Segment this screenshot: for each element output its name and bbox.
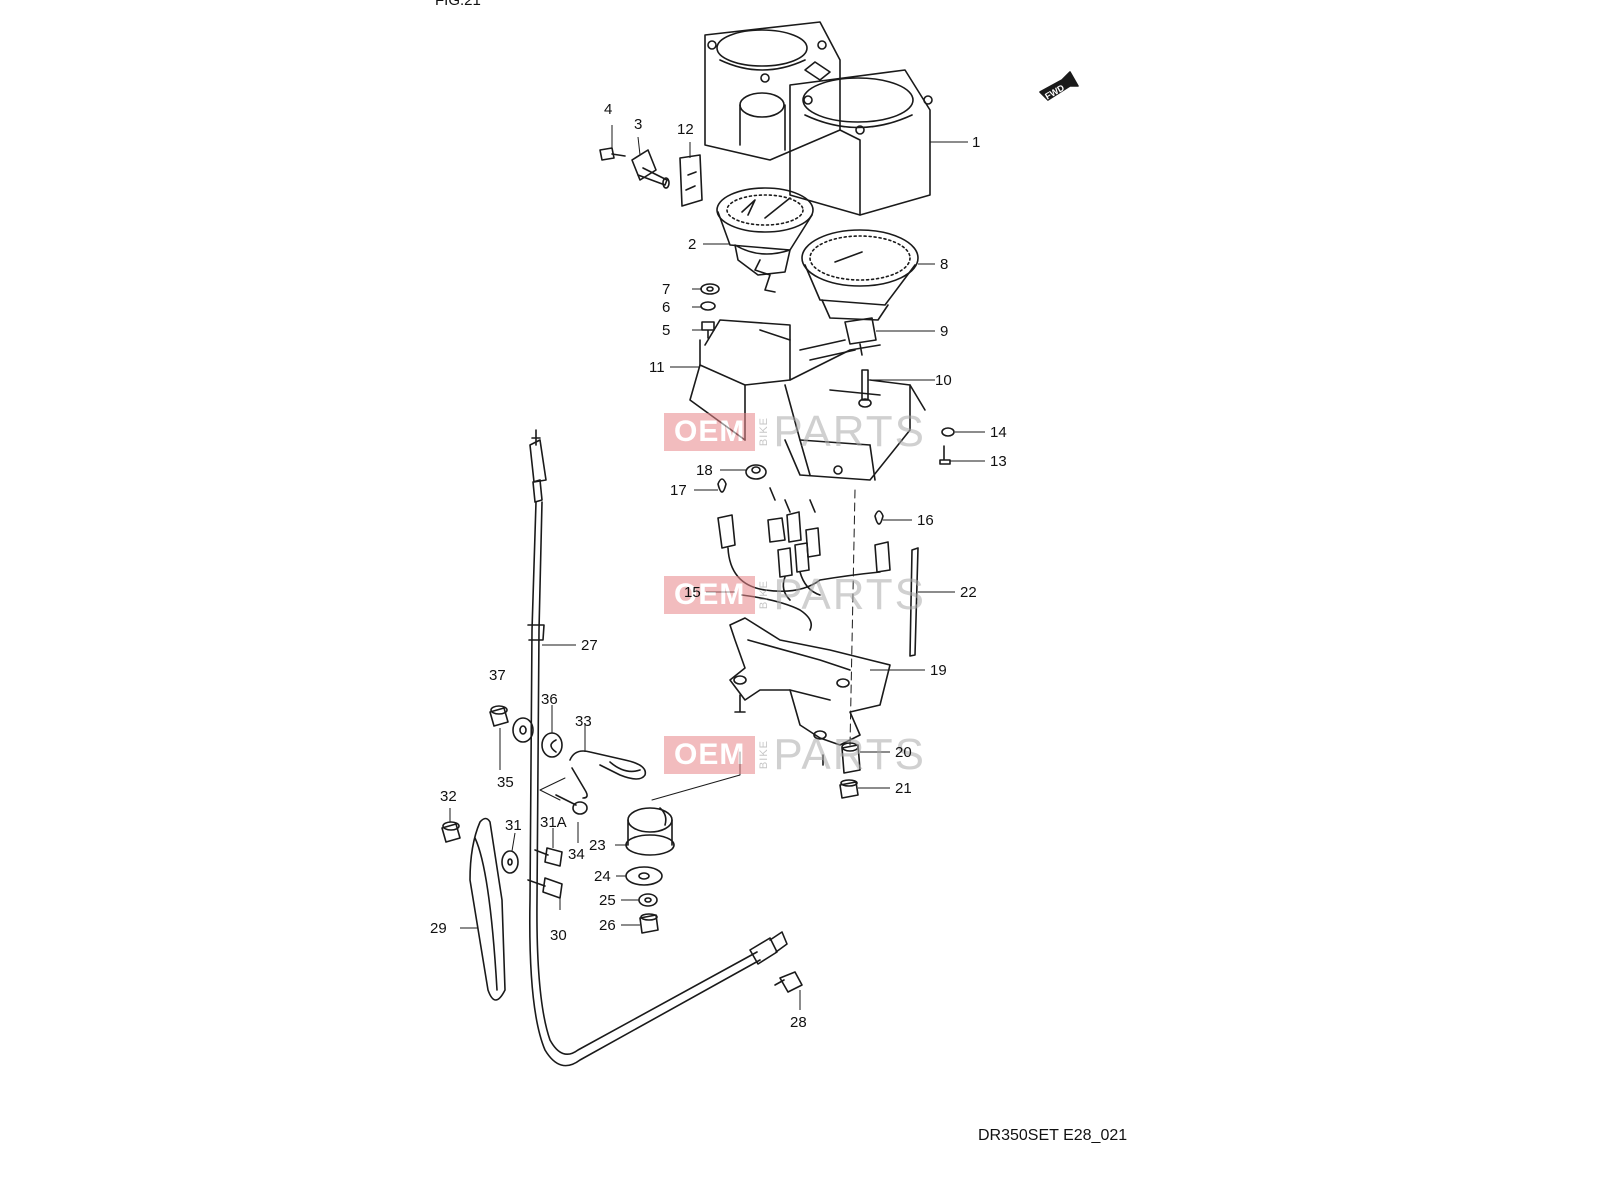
watermark-side-text: BIKE — [758, 417, 771, 447]
watermark-box-text: OEM — [664, 576, 756, 614]
label-leader-lines — [449, 125, 985, 1010]
part-label-6[interactable]: 6 — [662, 299, 671, 316]
screw-10[interactable] — [858, 369, 872, 408]
watermark-side-text: BIKE — [758, 740, 771, 770]
watermark-side-text: BIKE — [758, 580, 771, 610]
part-label-33[interactable]: 33 — [575, 713, 592, 730]
part-label-20[interactable]: 20 — [895, 744, 912, 761]
washer-24[interactable] — [625, 866, 663, 886]
part-label-30[interactable]: 30 — [550, 927, 567, 944]
part-label-3[interactable]: 3 — [634, 116, 643, 133]
screw-28[interactable] — [774, 971, 803, 993]
part-label-28[interactable]: 28 — [790, 1014, 807, 1031]
cable-band-29[interactable] — [469, 817, 506, 1001]
bulb-socket[interactable] — [631, 149, 670, 189]
bolt-34[interactable] — [555, 794, 588, 815]
washer-7[interactable] — [700, 283, 720, 295]
washer-25[interactable] — [638, 893, 658, 907]
part-label-25[interactable]: 25 — [599, 892, 616, 909]
cushion-23[interactable] — [625, 807, 675, 856]
watermark-box-text: OEM — [664, 413, 756, 451]
part-label-11[interactable]: 11 — [649, 359, 665, 376]
part-label-22[interactable]: 22 — [960, 584, 977, 601]
part-label-18[interactable]: 18 — [696, 462, 713, 479]
watermark-oem-parts-3: OEM BIKE PARTS — [664, 730, 926, 779]
part-label-24[interactable]: 24 — [594, 868, 611, 885]
lamp-holder[interactable] — [844, 317, 877, 356]
washer-31[interactable] — [501, 850, 519, 874]
watermark-main-text: PARTS — [773, 730, 926, 779]
part-label-14[interactable]: 14 — [990, 424, 1007, 441]
part-label-23[interactable]: 23 — [589, 837, 606, 854]
speedometer-cable[interactable] — [527, 429, 788, 1067]
watermark-oem-parts-2: OEM BIKE PARTS — [664, 570, 926, 619]
part-label-8[interactable]: 8 — [940, 256, 949, 273]
bolt-31a[interactable] — [534, 847, 563, 867]
watermark-box-text: OEM — [664, 736, 756, 774]
bulb-16[interactable] — [874, 510, 884, 525]
tachometer[interactable] — [716, 187, 814, 293]
nut-37[interactable] — [489, 705, 509, 727]
cable-tie[interactable] — [909, 547, 919, 657]
part-label-27[interactable]: 27 — [581, 637, 598, 654]
part-label-37[interactable]: 37 — [489, 667, 506, 684]
clip-36[interactable] — [541, 732, 563, 758]
meter-bracket[interactable] — [729, 617, 891, 766]
bulb-17[interactable] — [717, 478, 727, 493]
screw-5[interactable] — [701, 321, 715, 339]
fwd-direction-arrow-icon — [1039, 71, 1079, 101]
part-label-1[interactable]: 1 — [972, 134, 981, 151]
part-label-7[interactable]: 7 — [662, 281, 671, 298]
plate-12[interactable] — [679, 154, 703, 207]
washer-35[interactable] — [512, 717, 534, 743]
part-label-9[interactable]: 9 — [940, 323, 949, 340]
bolt-30[interactable] — [527, 877, 563, 899]
watermark-main-text: PARTS — [773, 570, 926, 619]
watermark-oem-parts-1: OEM BIKE PARTS — [664, 407, 926, 456]
part-label-17[interactable]: 17 — [670, 482, 687, 499]
cable-guide-33[interactable] — [569, 750, 647, 799]
part-label-2[interactable]: 2 — [688, 236, 697, 253]
washer-6[interactable] — [700, 301, 716, 311]
wiring-harness[interactable] — [717, 487, 891, 631]
figure-header: FIG.21 — [435, 0, 481, 9]
part-label-19[interactable]: 19 — [930, 662, 947, 679]
part-label-31a[interactable]: 31A — [540, 814, 567, 831]
nut-26[interactable] — [639, 913, 659, 934]
watermark-main-text: PARTS — [773, 407, 926, 456]
part-label-4[interactable]: 4 — [604, 101, 613, 118]
part-label-35[interactable]: 35 — [497, 774, 514, 791]
figure-code: DR350SET E28_021 — [978, 1127, 1128, 1144]
speedometer[interactable] — [801, 229, 919, 321]
part-label-31[interactable]: 31 — [505, 817, 522, 834]
part-label-5[interactable]: 5 — [662, 322, 671, 339]
meter-lower-case[interactable] — [689, 319, 926, 481]
washer-14[interactable] — [941, 427, 955, 437]
part-label-15[interactable]: 15 — [684, 584, 701, 601]
grommet-18[interactable] — [745, 464, 767, 480]
part-label-29[interactable]: 29 — [430, 920, 447, 937]
nut-32[interactable] — [441, 821, 461, 843]
part-label-32[interactable]: 32 — [440, 788, 457, 805]
part-label-26[interactable]: 26 — [599, 917, 616, 934]
part-label-16[interactable]: 16 — [917, 512, 934, 529]
screw-4[interactable] — [599, 147, 626, 161]
part-label-13[interactable]: 13 — [990, 453, 1007, 470]
part-label-21[interactable]: 21 — [895, 780, 912, 797]
part-label-34[interactable]: 34 — [568, 846, 585, 863]
part-label-12[interactable]: 12 — [677, 121, 694, 138]
meter-case[interactable] — [704, 21, 933, 216]
screw-13[interactable] — [939, 445, 951, 465]
nut-21[interactable] — [839, 779, 859, 799]
part-label-10[interactable]: 10 — [935, 372, 952, 389]
part-label-36[interactable]: 36 — [541, 691, 558, 708]
